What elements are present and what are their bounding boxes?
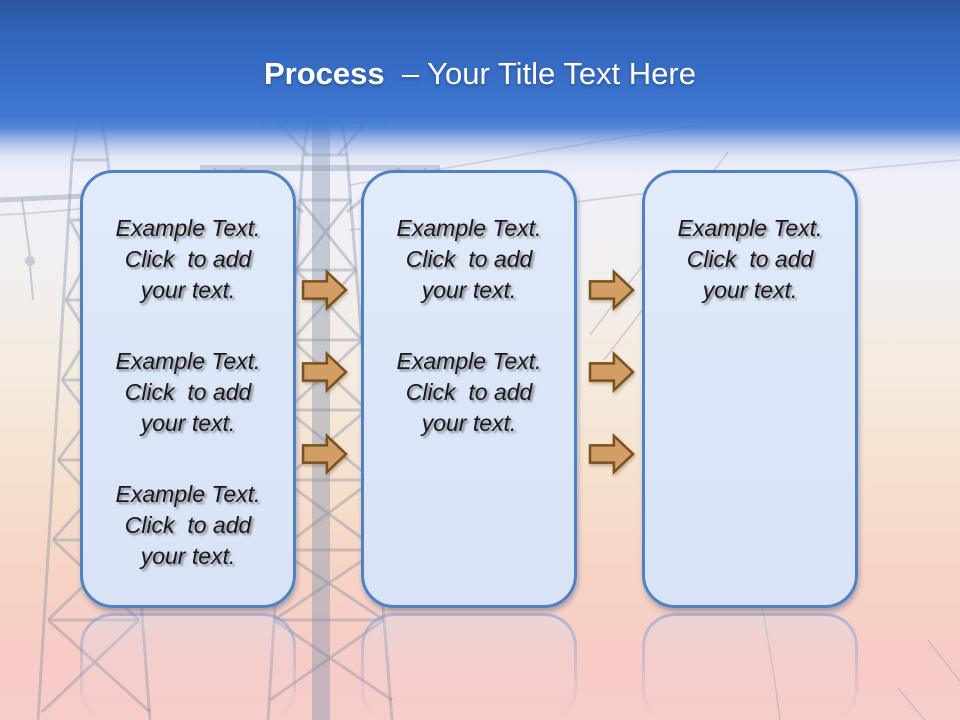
placeholder-text[interactable]: Example Text. Click to add your text. — [115, 215, 261, 303]
placeholder-text[interactable]: Example Text. Click to add your text. — [677, 215, 823, 303]
right-arrow-icon — [301, 269, 348, 311]
title-keyword: Process — [264, 56, 385, 91]
process-box-3[interactable]: Example Text. Click to add your text. — [642, 170, 858, 608]
title-band — [0, 0, 960, 175]
box-reflection — [642, 613, 858, 720]
box-reflection — [361, 613, 577, 720]
right-arrow-icon — [588, 433, 635, 475]
process-box-1[interactable]: Example Text. Click to add your text. Ex… — [80, 170, 296, 608]
right-arrow-icon — [301, 351, 348, 393]
placeholder-text[interactable]: Example Text. Click to add your text. — [396, 348, 542, 436]
title-text: – Your Title Text Here — [384, 56, 696, 91]
process-box-2[interactable]: Example Text. Click to add your text. Ex… — [361, 170, 577, 608]
placeholder-text[interactable]: Example Text. Click to add your text. — [115, 481, 261, 569]
right-arrow-icon — [588, 269, 635, 311]
right-arrow-icon — [588, 351, 635, 393]
right-arrow-icon — [301, 433, 348, 475]
placeholder-text[interactable]: Example Text. Click to add your text. — [396, 215, 542, 303]
box-reflection — [80, 613, 296, 720]
slide-title: Process – Your Title Text Here — [0, 52, 960, 96]
placeholder-text[interactable]: Example Text. Click to add your text. — [115, 348, 261, 436]
